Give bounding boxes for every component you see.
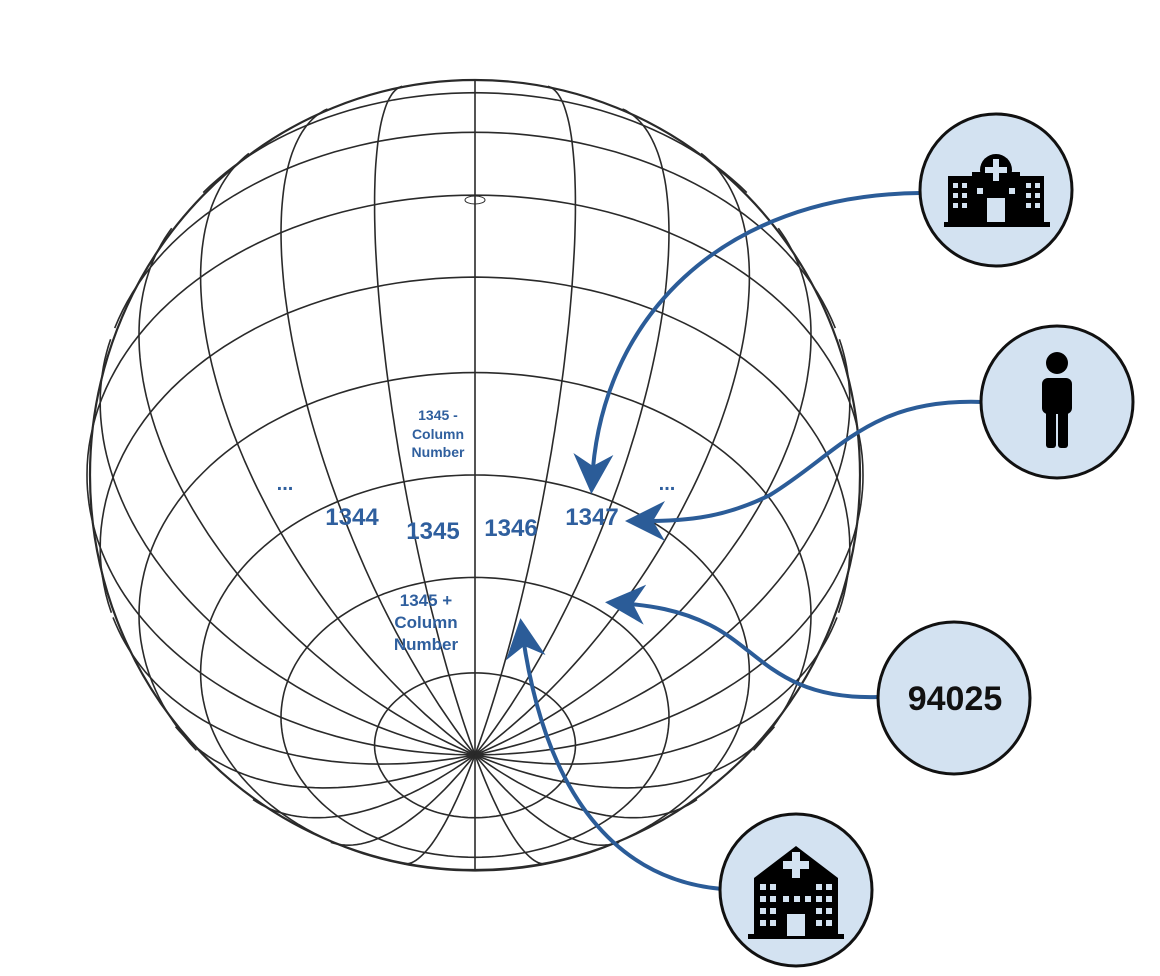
cell-above-line-1: 1345 - [418, 407, 458, 423]
hospital-building-callout [918, 112, 1074, 268]
graticule-line [99, 276, 851, 614]
arrows [505, 191, 983, 891]
cell-right-ellipsis: ... [659, 473, 676, 495]
graticule-line [138, 371, 812, 751]
cell-labels: 1345 - Column Number ... ... 1344 1345 1… [277, 407, 676, 654]
graticule-line [138, 227, 476, 756]
graticule-line [280, 108, 476, 756]
graticule-line [403, 754, 476, 865]
arrow-hospital [505, 618, 723, 891]
cell-above-line-3: Number [412, 444, 465, 460]
postal-code-callout: 94025 [876, 620, 1032, 776]
graticule-line [474, 338, 851, 756]
graticule-line [474, 754, 620, 847]
graticule-line [112, 617, 476, 765]
cell-1346: 1346 [484, 515, 537, 542]
cell-1345: 1345 [406, 518, 459, 545]
arrow-hospital-building [573, 191, 921, 494]
graticule-line [474, 726, 776, 789]
cell-1347: 1347 [565, 504, 618, 531]
postal-code-text: 94025 [908, 680, 1003, 718]
north-pole-point [464, 195, 486, 205]
graticule-line [199, 152, 476, 756]
hospital-callout [718, 812, 874, 968]
graticule-line [174, 726, 476, 789]
globe-grid-lines [86, 79, 864, 872]
arrow-person [625, 399, 983, 541]
graticule-line [474, 754, 547, 865]
graticule-line [280, 576, 670, 859]
graticule-line [474, 152, 751, 756]
cell-above-line-2: Column [412, 426, 464, 442]
cell-1344: 1344 [325, 504, 379, 531]
graticule-line [99, 338, 476, 756]
graticule-line [330, 754, 476, 847]
cell-below-line-3: Number [394, 635, 459, 654]
globe [86, 78, 864, 872]
hospital-icon [748, 846, 844, 939]
cell-below-line-2: Column [394, 613, 457, 632]
hospital-building-icon [944, 154, 1050, 227]
graticule-line [202, 91, 748, 194]
graticule-line [373, 85, 476, 756]
cell-below-line-1: 1345 + [400, 591, 453, 610]
arrow-postal-code [605, 584, 879, 700]
graticule-line [474, 227, 812, 756]
graticule-line [373, 672, 577, 819]
person-icon [1042, 352, 1072, 448]
cell-left-ellipsis: ... [277, 473, 294, 495]
graticule-line [474, 108, 670, 756]
graticule-line [199, 474, 751, 872]
globe-outline [88, 78, 862, 872]
person-callout [979, 324, 1135, 480]
graticule-line [86, 194, 864, 476]
